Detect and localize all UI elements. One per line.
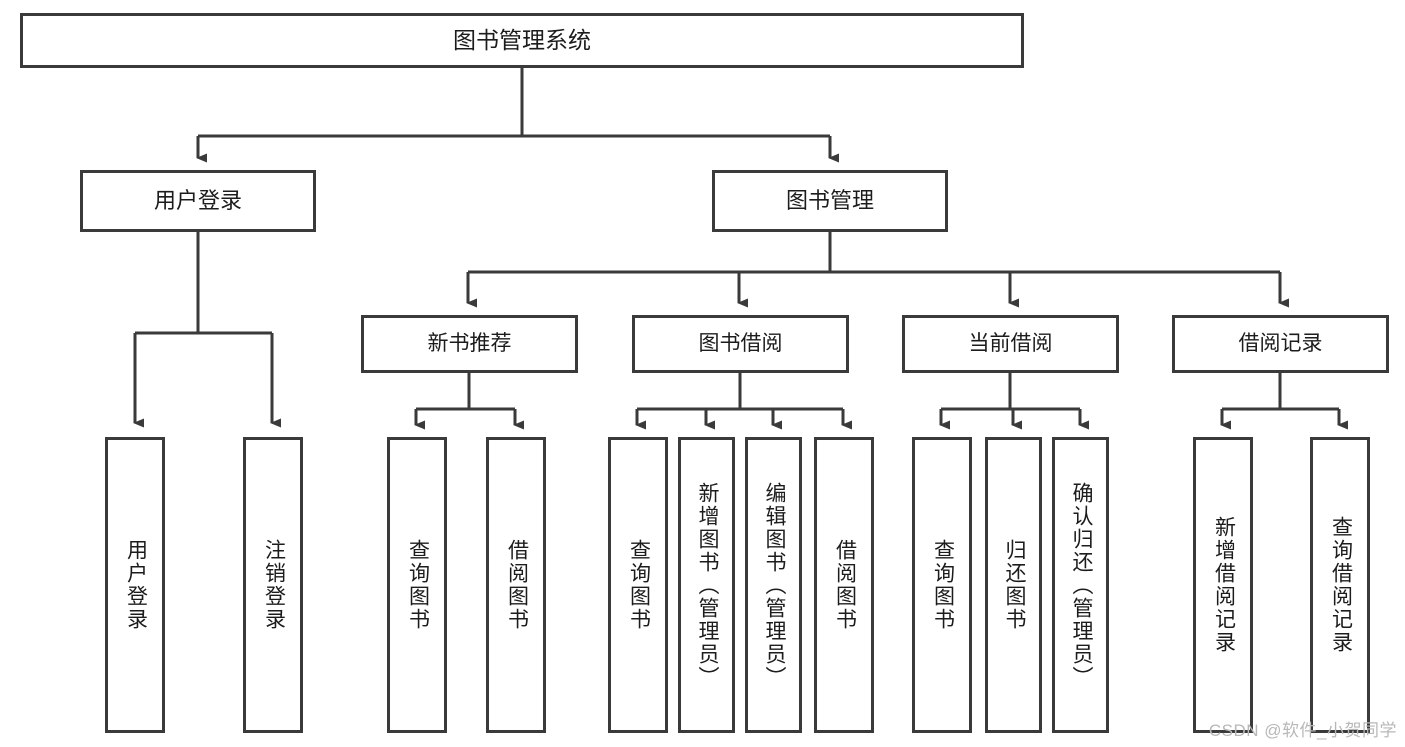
node-user-login[interactable]: 用户登录	[80, 170, 316, 232]
node-borrow-record[interactable]: 借阅记录	[1172, 315, 1389, 373]
node-new-book-rec-label: 新书推荐	[427, 331, 512, 355]
node-current-borrow[interactable]: 当前借阅	[902, 315, 1119, 373]
node-leaf-confirm-return-label: 确认归还（管理员）	[1069, 481, 1093, 689]
node-leaf-borrow-book-rec-label: 借阅图书	[505, 539, 529, 631]
node-leaf-return-book-label: 归还图书	[1002, 539, 1026, 631]
watermark: CSDN @软件_小贺同学	[1208, 721, 1397, 740]
node-leaf-user-logout-label: 注销登录	[262, 539, 286, 631]
node-book-borrow[interactable]: 图书借阅	[632, 315, 849, 373]
node-leaf-query-book-rec-label: 查询图书	[406, 539, 430, 631]
node-current-borrow-label: 当前借阅	[968, 331, 1053, 355]
node-leaf-query-book-borrow[interactable]: 查询图书	[608, 437, 668, 733]
node-leaf-edit-book[interactable]: 编辑图书（管理员）	[745, 437, 802, 733]
node-leaf-user-login[interactable]: 用户登录	[105, 437, 165, 733]
node-leaf-add-book-label: 新增图书（管理员）	[695, 481, 719, 689]
node-book-manage[interactable]: 图书管理	[712, 170, 948, 232]
node-root-label: 图书管理系统	[453, 26, 591, 53]
node-new-book-rec[interactable]: 新书推荐	[361, 315, 578, 373]
node-leaf-add-record-label: 新增借阅记录	[1212, 516, 1236, 654]
node-leaf-add-book[interactable]: 新增图书（管理员）	[678, 437, 735, 733]
node-user-login-label: 用户登录	[153, 187, 242, 213]
node-borrow-record-label: 借阅记录	[1238, 331, 1323, 355]
node-leaf-return-book[interactable]: 归还图书	[985, 437, 1042, 733]
node-book-borrow-label: 图书借阅	[698, 331, 783, 355]
node-leaf-borrow-book-rec[interactable]: 借阅图书	[486, 437, 546, 733]
node-leaf-query-record-label: 查询借阅记录	[1329, 516, 1353, 654]
node-leaf-query-book-rec[interactable]: 查询图书	[387, 437, 447, 733]
node-leaf-user-login-label: 用户登录	[124, 539, 148, 631]
node-root[interactable]: 图书管理系统	[20, 13, 1024, 68]
node-leaf-query-book-borrow-label: 查询图书	[627, 539, 651, 631]
node-leaf-confirm-return[interactable]: 确认归还（管理员）	[1052, 437, 1109, 733]
node-leaf-borrow-book-label: 借阅图书	[833, 539, 857, 631]
node-leaf-edit-book-label: 编辑图书（管理员）	[762, 481, 786, 689]
node-leaf-user-logout[interactable]: 注销登录	[243, 437, 303, 733]
node-leaf-add-record[interactable]: 新增借阅记录	[1193, 437, 1253, 733]
node-leaf-query-record[interactable]: 查询借阅记录	[1310, 437, 1370, 733]
node-leaf-query-book-cur-label: 查询图书	[931, 539, 955, 631]
node-book-manage-label: 图书管理	[785, 187, 874, 213]
node-leaf-query-book-cur[interactable]: 查询图书	[912, 437, 972, 733]
node-leaf-borrow-book[interactable]: 借阅图书	[814, 437, 874, 733]
